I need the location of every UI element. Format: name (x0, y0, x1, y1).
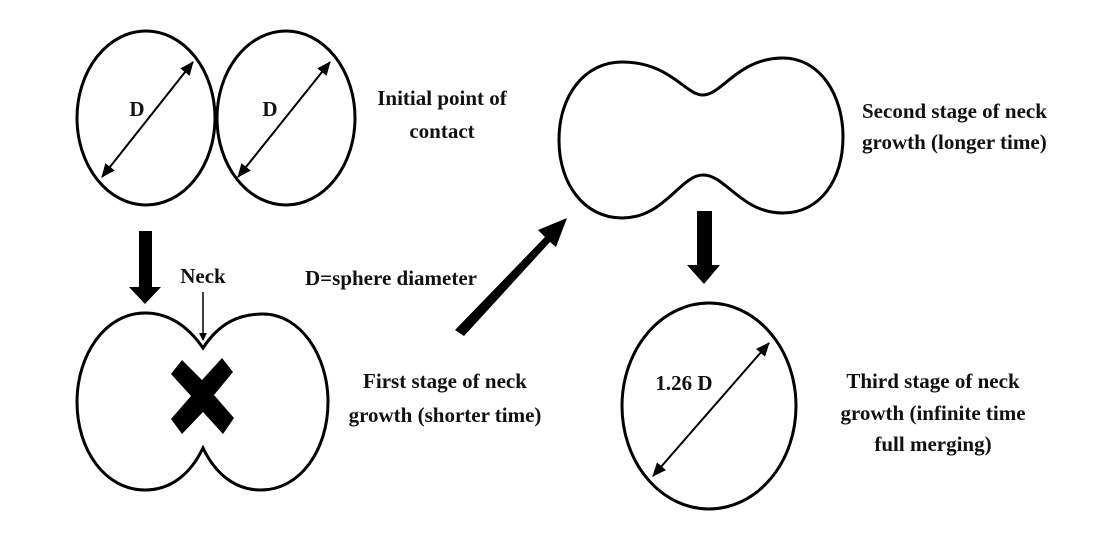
merged-sphere (620, 301, 798, 511)
first-stage-shape (75, 311, 330, 492)
initial-contact-label-1: Initial point of (377, 86, 508, 110)
third-stage-label-1: Third stage of neck (846, 369, 1020, 393)
neck-label: Neck (180, 264, 226, 288)
definition-label: D=sphere diameter (305, 266, 477, 290)
third-stage-label-2: growth (infinite time (840, 401, 1025, 425)
second-stage-label-1: Second stage of neck (862, 99, 1047, 123)
diagonal-arrow (455, 218, 567, 336)
merged-diameter-label: 1.26 D (655, 371, 712, 395)
diameter-arrow-right (237, 61, 331, 178)
diameter-label-left: D (129, 97, 144, 121)
sphere-right (215, 29, 357, 207)
cross-icon (171, 358, 234, 434)
merged-diameter-arrow (652, 342, 770, 477)
third-stage-label-3: full merging) (874, 432, 991, 456)
first-stage-label-2: growth (shorter time) (349, 403, 542, 427)
down-arrow-1 (129, 231, 161, 304)
sphere-left (75, 29, 217, 207)
initial-contact-label-2: contact (409, 119, 474, 143)
second-stage-shape (557, 56, 845, 220)
second-stage-label-2: growth (longer time) (862, 130, 1047, 154)
diameter-label-right: D (262, 97, 277, 121)
first-stage-label-1: First stage of neck (363, 369, 527, 393)
down-arrow-2 (687, 211, 720, 284)
diameter-arrow-left (101, 61, 194, 178)
